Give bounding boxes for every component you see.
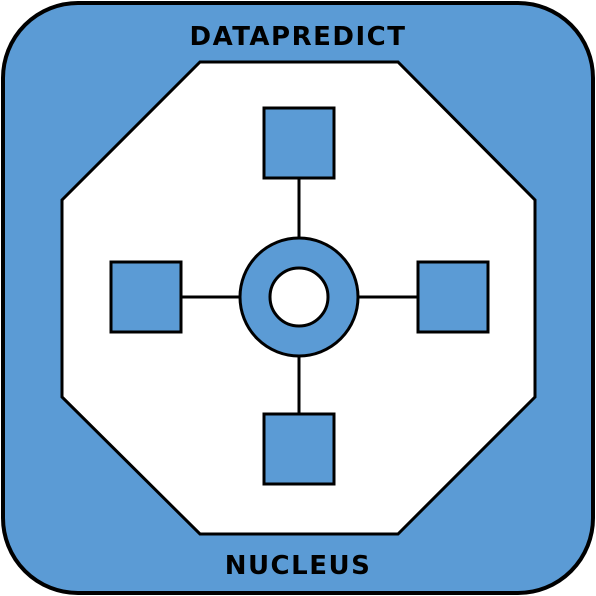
square-node-icon-top — [262, 106, 336, 180]
square-node-icon-bottom — [262, 412, 336, 486]
ring-hub-icon-inner — [268, 266, 330, 328]
logo-top-text: DATAPREDICT — [190, 22, 407, 52]
logo-bottom-text: NUCLEUS — [225, 551, 372, 581]
square-node-icon-left — [109, 260, 183, 334]
square-node-icon-right — [416, 260, 490, 334]
